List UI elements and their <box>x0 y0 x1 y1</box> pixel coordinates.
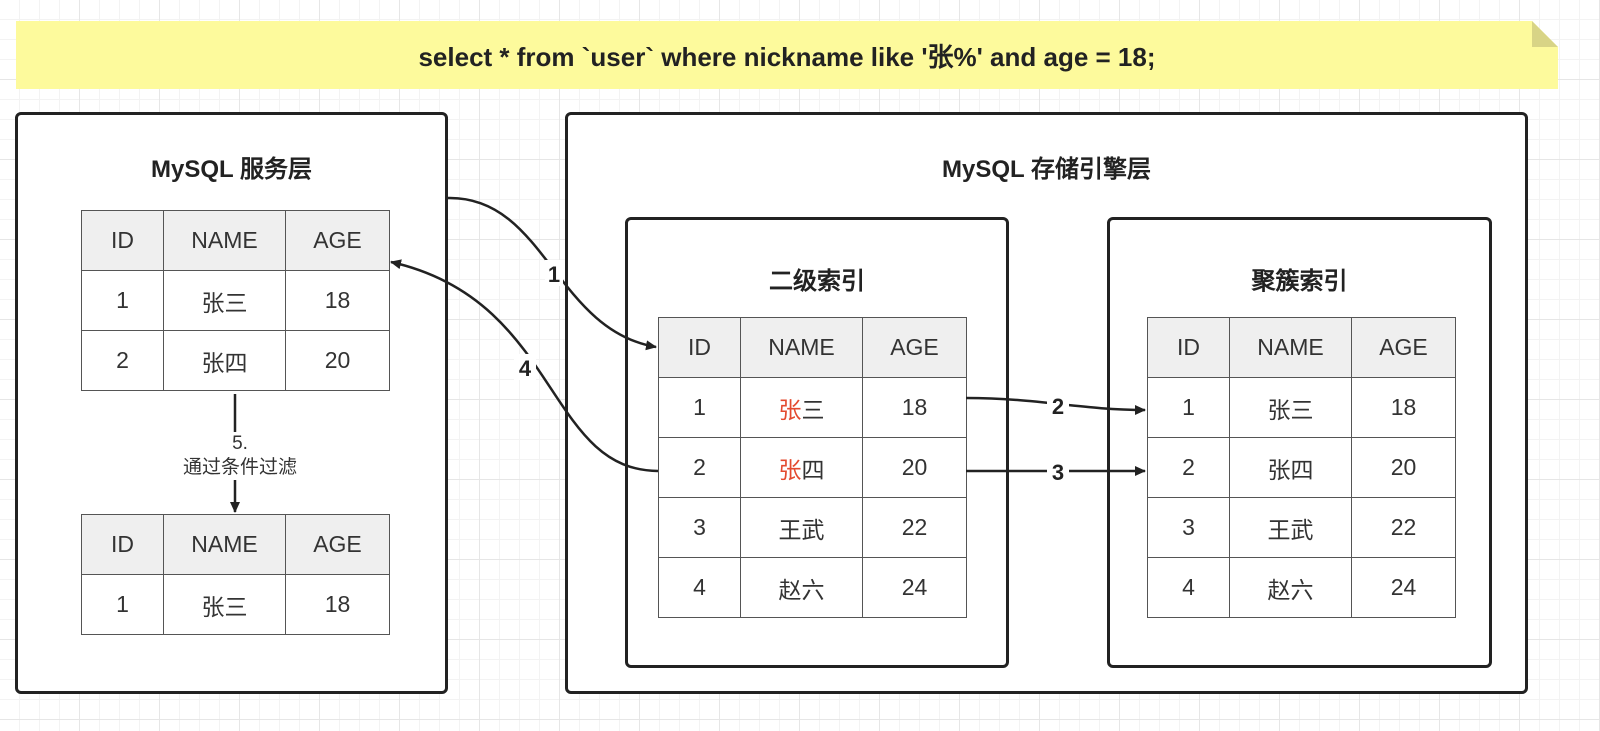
table-header-row: ID NAME AGE <box>658 317 967 378</box>
filter-step-label: 5. 通过条件过滤 <box>160 432 320 480</box>
table-header-row: ID NAME AGE <box>81 210 390 271</box>
name-rest: 王武 <box>778 516 825 543</box>
secondary-index-table: ID NAME AGE 1 张三 18 2 张四 20 3 王武 22 4 赵六… <box>658 317 967 618</box>
cell-id: 4 <box>658 557 741 618</box>
arrow-label-bg <box>514 354 536 380</box>
name-rest: 四 <box>801 456 825 483</box>
table-row: 1 张三 18 <box>81 574 390 635</box>
cell-name: 王武 <box>1229 497 1352 558</box>
column-header-id: ID <box>1147 317 1230 378</box>
table-row: 1 张三 18 <box>658 377 967 438</box>
cell-age: 22 <box>1351 497 1456 558</box>
table-row: 3 王武 22 <box>1147 497 1456 558</box>
cell-age: 18 <box>285 574 390 635</box>
cell-id: 3 <box>1147 497 1230 558</box>
cell-age: 22 <box>862 497 967 558</box>
filter-step-number: 5. <box>232 433 248 454</box>
cell-id: 2 <box>81 330 164 391</box>
cell-name: 张四 <box>163 330 286 391</box>
cell-id: 2 <box>658 437 741 498</box>
matched-prefix: 张 <box>778 396 802 423</box>
column-header-name: NAME <box>163 514 286 575</box>
server-filtered-table: ID NAME AGE 1 张三 18 <box>81 514 390 635</box>
matched-prefix: 张 <box>778 456 802 483</box>
table-header-row: ID NAME AGE <box>81 514 390 575</box>
column-header-age: AGE <box>1351 317 1456 378</box>
arrow-label-1: 1 <box>548 262 560 287</box>
table-row: 2 张四 20 <box>81 330 390 391</box>
server-layer-title: MySQL 服务层 <box>151 156 312 183</box>
cell-name: 赵六 <box>1229 557 1352 618</box>
cell-age: 18 <box>285 270 390 331</box>
cell-age: 20 <box>862 437 967 498</box>
engine-layer-title: MySQL 存储引擎层 <box>942 156 1151 183</box>
column-header-id: ID <box>81 210 164 271</box>
name-rest: 三 <box>801 396 825 423</box>
cell-age: 24 <box>1351 557 1456 618</box>
table-row: 4 赵六 24 <box>658 557 967 618</box>
clustered-index-table: ID NAME AGE 1 张三 18 2 张四 20 3 王武 22 4 赵六… <box>1147 317 1456 618</box>
table-header-row: ID NAME AGE <box>1147 317 1456 378</box>
table-row: 3 王武 22 <box>658 497 967 558</box>
arrow-label-bg <box>1047 393 1069 419</box>
cell-id: 3 <box>658 497 741 558</box>
cell-name: 张三 <box>163 574 286 635</box>
name-rest: 赵六 <box>778 576 825 603</box>
column-header-age: AGE <box>862 317 967 378</box>
cell-age: 20 <box>1351 437 1456 498</box>
column-header-id: ID <box>81 514 164 575</box>
sql-query-text: select * from `user` where nickname like… <box>418 41 1156 72</box>
arrow-label-3: 3 <box>1052 460 1064 485</box>
cell-name: 张三 <box>1229 377 1352 438</box>
cell-id: 4 <box>1147 557 1230 618</box>
cell-name: 赵六 <box>740 557 863 618</box>
cell-age: 18 <box>862 377 967 438</box>
column-header-name: NAME <box>740 317 863 378</box>
column-header-age: AGE <box>285 210 390 271</box>
sql-note <box>16 21 1558 89</box>
server-result-table: ID NAME AGE 1 张三 18 2 张四 20 <box>81 210 390 391</box>
table-row: 2 张四 20 <box>658 437 967 498</box>
table-row: 4 赵六 24 <box>1147 557 1456 618</box>
table-row: 1 张三 18 <box>81 270 390 331</box>
secondary-index-title: 二级索引 <box>769 268 865 295</box>
table-row: 1 张三 18 <box>1147 377 1456 438</box>
arrow-4-return-to-server <box>390 259 659 473</box>
cell-name: 张四 <box>1229 437 1352 498</box>
arrow-label-bg <box>1047 458 1069 484</box>
column-header-name: NAME <box>163 210 286 271</box>
table-row: 2 张四 20 <box>1147 437 1456 498</box>
cell-age: 20 <box>285 330 390 391</box>
cell-id: 1 <box>81 270 164 331</box>
cell-age: 24 <box>862 557 967 618</box>
cell-age: 18 <box>1351 377 1456 438</box>
arrow-label-bg <box>545 260 563 286</box>
filter-step-text: 通过条件过滤 <box>182 457 297 478</box>
column-header-name: NAME <box>1229 317 1352 378</box>
cell-id: 2 <box>1147 437 1230 498</box>
cell-id: 1 <box>81 574 164 635</box>
cell-id: 1 <box>1147 377 1230 438</box>
column-header-id: ID <box>658 317 741 378</box>
clustered-index-title: 聚簇索引 <box>1251 268 1348 295</box>
cell-name: 王武 <box>740 497 863 558</box>
arrow-label-2: 2 <box>1052 394 1064 419</box>
arrow-label-4: 4 <box>519 356 532 381</box>
